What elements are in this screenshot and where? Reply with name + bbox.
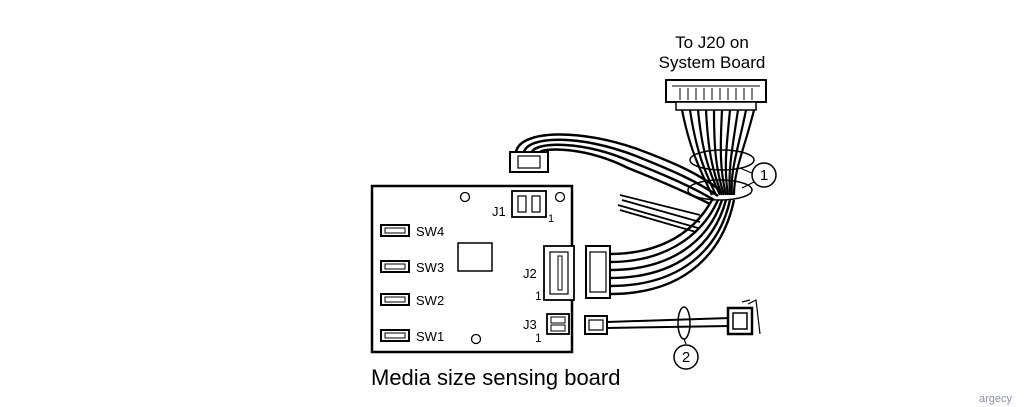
j2-label: J2 — [523, 266, 537, 281]
loose-wires — [617, 194, 701, 233]
j2-harness — [609, 199, 736, 296]
j20-connector — [665, 79, 767, 111]
bundle-tie-lower — [687, 179, 753, 201]
switch-sw4 — [380, 224, 410, 237]
bundle-tie-upper — [689, 149, 755, 171]
j1-pin-label: 1 — [548, 213, 554, 225]
switch-sw1 — [380, 329, 410, 342]
sw2-label: SW2 — [416, 293, 444, 308]
sw1-label: SW1 — [416, 329, 444, 344]
sensor-connector — [726, 299, 761, 336]
switch-sw3 — [380, 260, 410, 273]
mounting-hole — [459, 191, 471, 203]
board-title: Media size sensing board — [371, 365, 620, 390]
j2-header — [543, 245, 575, 301]
watermark: argecy — [979, 393, 1013, 405]
j1-plug — [509, 151, 549, 173]
j1-harness — [514, 133, 721, 206]
j2-pin-label: 1 — [535, 289, 542, 303]
callout-1: 1 — [739, 162, 777, 189]
j3-harness — [606, 317, 731, 329]
sw3-label: SW3 — [416, 260, 444, 275]
j3-header — [546, 313, 570, 335]
media-size-sensing-board — [370, 184, 575, 354]
sw4-label: SW4 — [416, 224, 444, 239]
ic-chip — [457, 242, 493, 272]
mounting-hole — [554, 191, 566, 203]
j2-plug — [585, 245, 611, 299]
connector-label-line2: System Board — [659, 53, 766, 72]
j3-pin-label: 1 — [535, 331, 542, 345]
j3-wire-tie — [677, 306, 691, 340]
switch-sw2 — [380, 293, 410, 306]
j1-header — [511, 190, 547, 218]
callout-2: 2 — [673, 338, 699, 370]
connector-label-line1: To J20 on — [675, 33, 749, 52]
callout-1-number: 1 — [760, 167, 768, 184]
j1-label: J1 — [492, 204, 506, 219]
j3-label: J3 — [523, 317, 537, 332]
mounting-hole — [470, 333, 482, 345]
callout-2-number: 2 — [682, 349, 690, 366]
j3-plug — [584, 315, 608, 335]
